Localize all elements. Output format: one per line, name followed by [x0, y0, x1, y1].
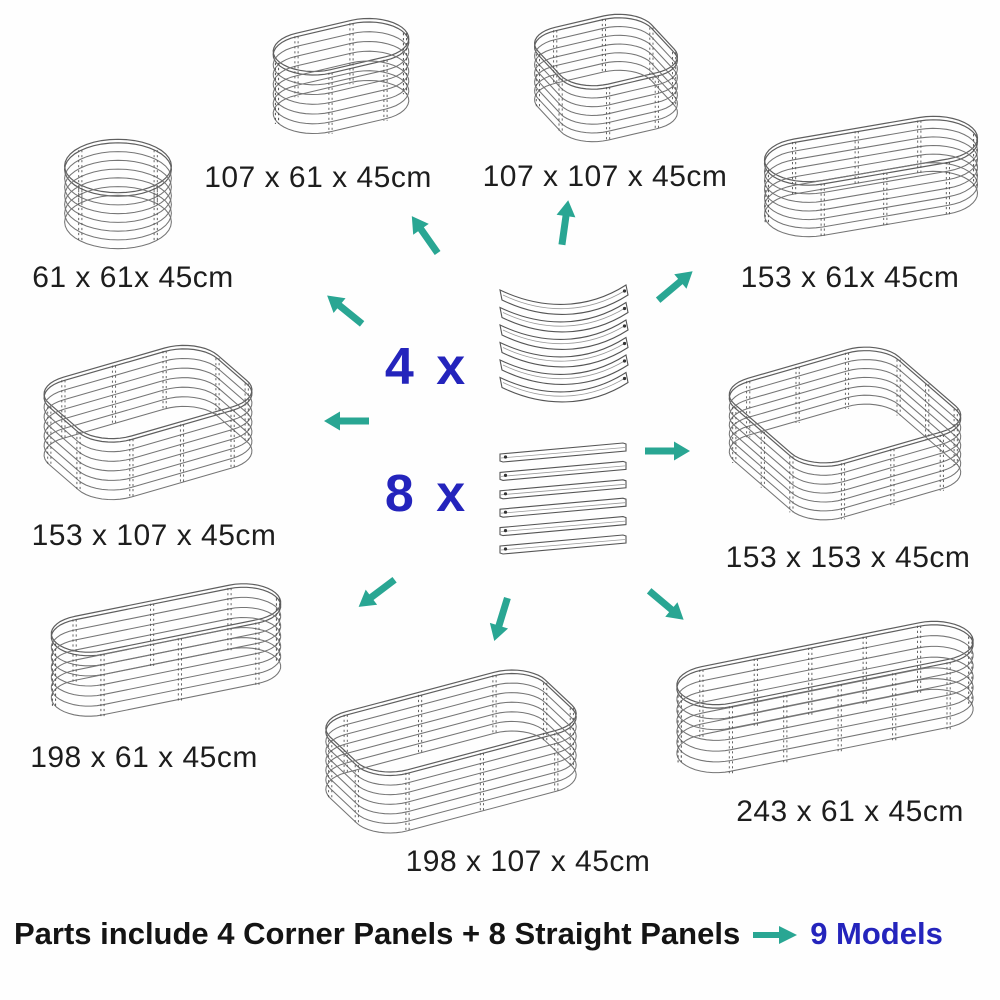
- arrow-to-153x61-icon: [655, 271, 693, 303]
- bed-illustration-198x107: [325, 669, 577, 834]
- arrow-to-153x153-icon: [645, 441, 690, 461]
- bed-size-label-198x61: 198 x 61 x 45cm: [30, 741, 258, 774]
- footer-text: Parts include 4 Corner Panels + 8 Straig…: [14, 916, 741, 951]
- bed-illustration-61x61: [63, 138, 173, 250]
- bed-illustration-153x107: [43, 344, 253, 501]
- bed-size-label-153x107: 153 x 107 x 45cm: [31, 519, 277, 552]
- bed-illustration-107x107: [533, 13, 679, 143]
- arrow-to-61x61-icon: [327, 295, 365, 327]
- footer-result: 9 Models: [810, 916, 943, 951]
- arrow-to-243x61-icon: [646, 588, 684, 620]
- bed-size-label-107x61: 107 x 61 x 45cm: [204, 161, 432, 194]
- straight-panel-stack-illustration: [499, 442, 627, 555]
- bed-size-label-243x61: 243 x 61 x 45cm: [736, 795, 964, 828]
- bed-illustration-198x61: [50, 583, 282, 717]
- arrow-to-198x61-icon: [358, 576, 397, 607]
- bed-size-label-153x61: 153 x 61x 45cm: [740, 261, 960, 294]
- arrow-right-icon: [753, 926, 798, 944]
- corner-panels-count: 4 x: [384, 338, 470, 396]
- bed-size-label-107x107: 107 x 107 x 45cm: [482, 160, 728, 193]
- bed-illustration-243x61: [676, 620, 974, 774]
- footer-caption: Parts include 4 Corner Panels + 8 Straig…: [14, 916, 943, 952]
- arrow-to-198x107-icon: [489, 596, 511, 641]
- bed-size-label-153x153: 153 x 153 x 45cm: [725, 541, 971, 574]
- bed-illustration-153x153: [728, 346, 962, 521]
- bed-size-label-61x61: 61 x 61x 45cm: [32, 261, 234, 294]
- bed-illustration-107x61: [272, 17, 410, 135]
- arrow-to-153x107-icon: [324, 411, 369, 431]
- straight-panels-count: 8 x: [384, 465, 470, 523]
- bed-illustration-153x61: [763, 115, 979, 238]
- arrow-to-107x107-icon: [556, 200, 576, 246]
- arrow-to-107x61-icon: [411, 216, 441, 256]
- corner-panel-stack-illustration: [499, 284, 629, 403]
- bed-size-label-198x107: 198 x 107 x 45cm: [405, 845, 651, 878]
